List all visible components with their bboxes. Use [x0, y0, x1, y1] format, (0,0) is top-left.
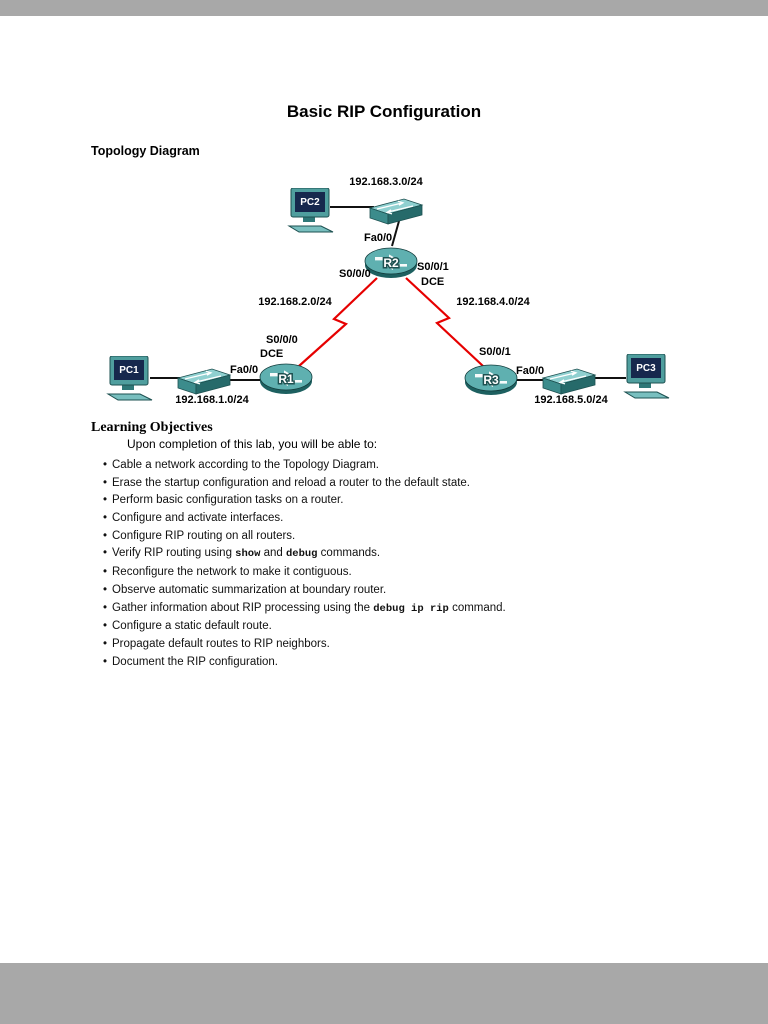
objective-item: • Document the RIP configuration. — [103, 656, 723, 669]
bullet-marker: • — [103, 655, 108, 668]
objective-text: Configure and activate interfaces. — [112, 512, 284, 525]
objective-text: Verify RIP routing using — [112, 547, 236, 560]
objective-text: Observe automatic summarization at bound… — [112, 583, 387, 596]
r2-label: R2 — [383, 256, 399, 270]
interface-label-r3-fa00: Fa0/0 — [516, 365, 545, 377]
inline-command: debug — [285, 548, 318, 561]
interface-label-r2-s001: S0/0/1 — [417, 261, 449, 273]
objective-item: • Erase the startup configuration and rel… — [103, 477, 723, 490]
router-r3-icon: R3 — [464, 364, 518, 395]
serial-link-r2-r1 — [298, 277, 378, 367]
network-label-2: 192.168.2.0/24 — [258, 296, 332, 308]
objective-text: Cable a network according to the Topolog… — [112, 459, 379, 471]
bullet-marker: • — [103, 512, 108, 525]
pc2-label: PC2 — [300, 197, 320, 208]
interface-label-r1-fa00: Fa0/0 — [230, 364, 259, 376]
topology-links — [150, 206, 626, 381]
pc2-icon: PC2 — [287, 188, 334, 233]
objective-text: and — [260, 547, 286, 560]
objective-text: Reconfigure the network to make it conti… — [112, 566, 352, 579]
bullet-marker: • — [103, 494, 108, 507]
pc3-icon: PC3 — [623, 354, 670, 399]
bullet-marker: • — [103, 620, 108, 633]
topology-diagram: PC2 R2 R1 — [0, 166, 768, 456]
objective-text: commands. — [317, 547, 381, 560]
pc1-icon: PC1 — [106, 356, 153, 401]
objective-item: • Configure and activate interfaces. — [103, 512, 723, 525]
objective-text: Document the RIP configuration. — [112, 655, 278, 668]
objective-text: Erase the startup configuration and relo… — [112, 476, 471, 489]
switch2-icon — [368, 198, 424, 225]
objective-text: Gather information about RIP processing … — [112, 601, 374, 614]
objective-text: Propagate default routes to RIP neighbor… — [112, 637, 330, 650]
objective-item: • Propagate default routes to RIP neighbo… — [103, 638, 723, 651]
network-label-4: 192.168.4.0/24 — [456, 296, 530, 308]
interface-label-r2-s000: S0/0/0 — [339, 268, 371, 280]
interface-label-r2-dce: DCE — [421, 276, 445, 288]
interface-label-r1-dce: DCE — [260, 348, 284, 360]
bullet-marker: • — [103, 601, 108, 614]
objective-item: • Observe automatic summarization at boun… — [103, 584, 723, 597]
router-r2-icon: R2 — [364, 247, 418, 278]
bullet-marker: • — [103, 637, 108, 650]
objectives-intro: Upon completion of this lab, you will be… — [127, 437, 378, 451]
objective-item: • Verify RIP routing using show and debug… — [103, 547, 723, 561]
r1-label: R1 — [278, 372, 294, 386]
pc3-label: PC3 — [636, 363, 656, 374]
objective-text: Configure a static default route. — [112, 620, 272, 633]
bullet-marker: • — [103, 547, 108, 560]
inline-command: debug ip rip — [373, 602, 449, 615]
switch3-icon — [541, 368, 597, 395]
bullet-marker: • — [103, 476, 108, 489]
objective-item: • Configure a static default route. — [103, 620, 723, 633]
bullet-marker: • — [103, 459, 108, 471]
bullet-marker: • — [103, 529, 108, 542]
objective-item: • Reconfigure the network to make it cont… — [103, 566, 723, 579]
topology-heading: Topology Diagram — [91, 144, 200, 158]
objective-text: Perform basic configuration tasks on a r… — [112, 494, 344, 507]
inline-command: show — [235, 548, 261, 561]
serial-link-r2-r3 — [405, 277, 484, 367]
objectives-heading: Learning Objectives — [91, 420, 213, 435]
objective-text: command. — [448, 601, 506, 614]
interface-label-r2-fa00: Fa0/0 — [364, 232, 393, 244]
objective-item: • Configure RIP routing on all routers. — [103, 530, 723, 543]
bullet-marker: • — [103, 583, 108, 596]
network-label-5: 192.168.5.0/24 — [534, 394, 608, 406]
network-label-3: 192.168.3.0/24 — [349, 176, 423, 188]
network-label-1: 192.168.1.0/24 — [175, 394, 249, 406]
router-r1-icon: R1 — [259, 363, 313, 394]
page-title: Basic RIP Configuration — [286, 102, 482, 121]
objective-text: Configure RIP routing on all routers. — [112, 529, 296, 542]
document-page: Basic RIP Configuration Topology Diagram… — [0, 16, 768, 963]
objective-item: • Gather information about RIP processing… — [103, 602, 723, 616]
link-switch2-r2 — [391, 220, 400, 247]
r3-label: R3 — [483, 373, 499, 387]
interface-label-r1-s000: S0/0/0 — [266, 334, 298, 346]
objective-item: • Cable a network according to the Topolo… — [103, 459, 723, 472]
objectives-list: • Cable a network according to the Topolo… — [103, 459, 723, 673]
switch1-icon — [176, 368, 232, 395]
pc1-label: PC1 — [119, 365, 139, 376]
interface-label-r3-s001: S0/0/1 — [479, 346, 511, 358]
bullet-marker: • — [103, 566, 108, 579]
objective-item: • Perform basic configuration tasks on a … — [103, 494, 723, 507]
